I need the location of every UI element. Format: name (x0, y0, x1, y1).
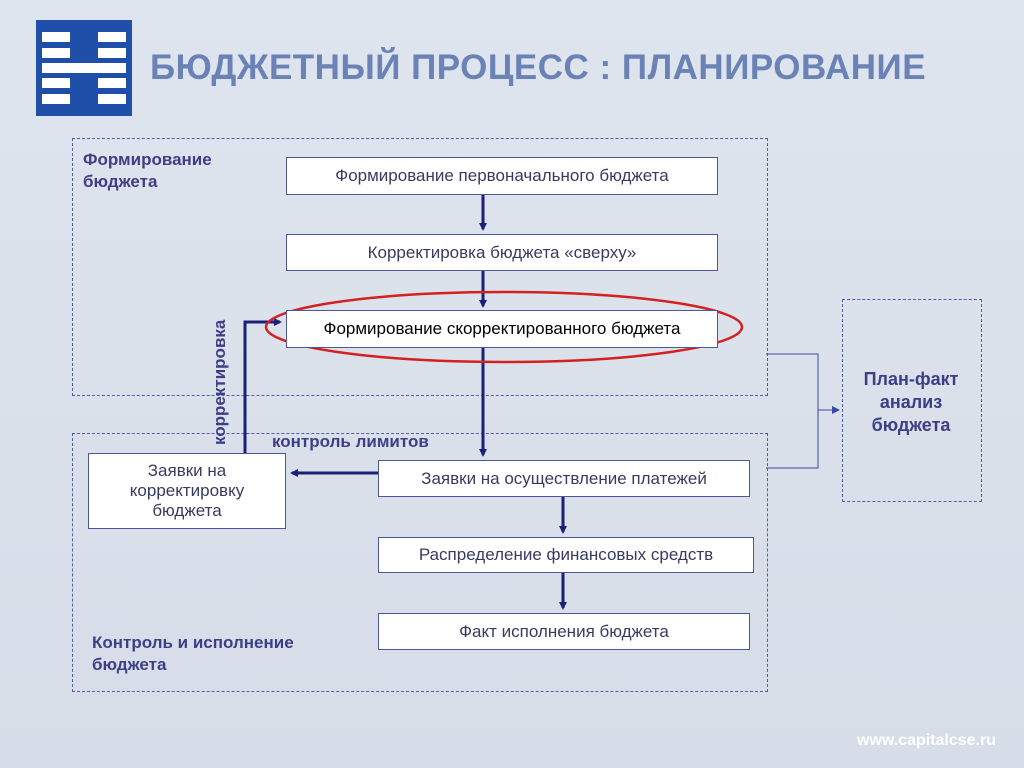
box-top-correction: Корректировка бюджета «сверху» (286, 234, 718, 271)
formation-region (72, 138, 768, 396)
box-fund-distribution: Распределение финансовых средств (378, 537, 754, 573)
box-budget-fact: Факт исполнения бюджета (378, 613, 750, 650)
control-region-label: Контроль и исполнение бюджета (92, 633, 294, 674)
limits-label: контроль лимитов (272, 432, 429, 451)
footer-url: www.capitalcse.ru (856, 732, 996, 749)
highlight-ellipse (264, 290, 744, 364)
control-region (72, 433, 768, 692)
formation-region-label: Формирование бюджета (83, 150, 212, 191)
plan-fact-region (842, 299, 982, 502)
box-initial-budget: Формирование первоначального бюджета (286, 157, 718, 195)
page-title: БЮДЖЕТНЫЙ ПРОЦЕСС : ПЛАНИРОВАНИЕ (150, 48, 927, 87)
box-corrected-budget: Формирование скорректированного бюджета (286, 310, 718, 348)
company-logo (36, 20, 132, 116)
box-correction-requests: Заявки на корректировку бюджета (88, 453, 286, 529)
bracket-to-plan-fact (766, 353, 819, 469)
arrow-requests-to-corrected (243, 318, 282, 454)
box-payment-requests: Заявки на осуществление платежей (378, 460, 750, 497)
plan-fact-label: План-факт анализ бюджета (863, 369, 959, 435)
